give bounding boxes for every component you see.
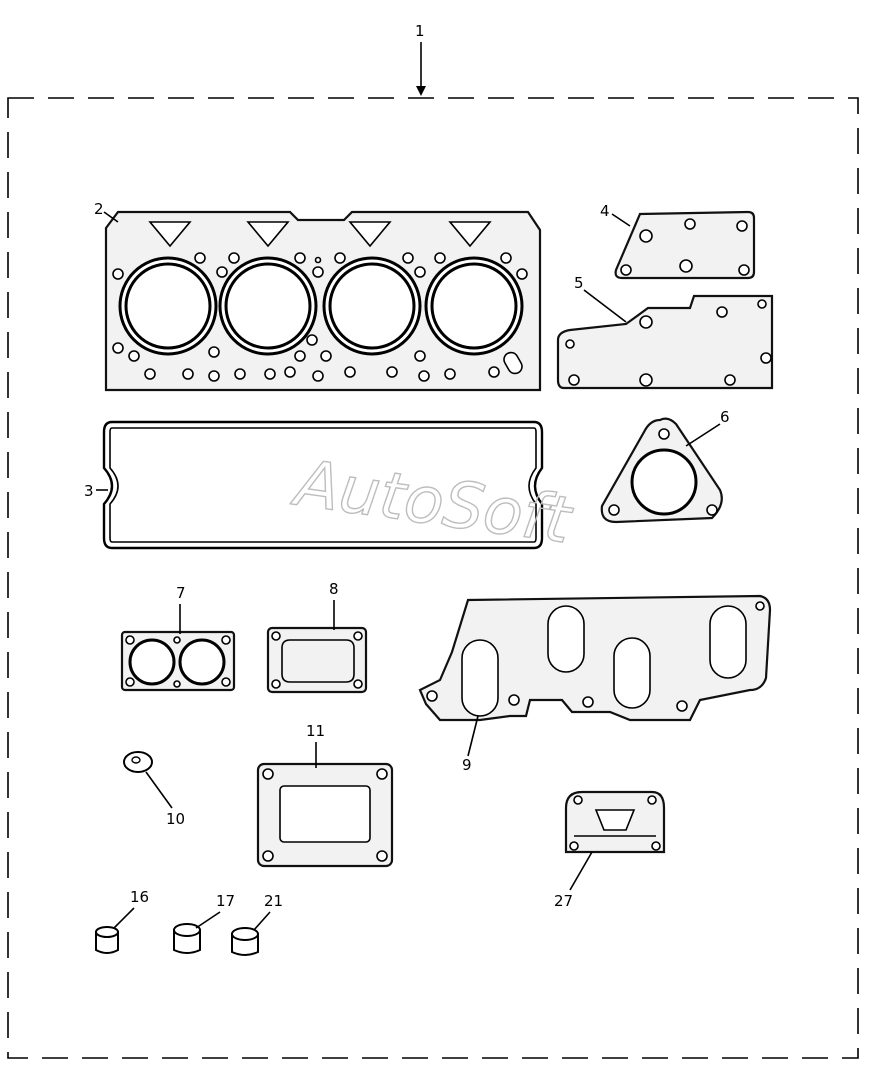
callout-label-2: 2	[94, 200, 104, 218]
part-7-double-port-gasket: 7	[120, 584, 236, 692]
callout-label-6: 6	[720, 408, 730, 426]
part-11-flange-gasket: 11	[256, 722, 394, 868]
part-3-rocker-cover-gasket: 3	[84, 420, 544, 550]
callout-label-9: 9	[462, 756, 472, 774]
callout-label-16: 16	[130, 888, 149, 906]
callout-label-10: 10	[166, 810, 185, 828]
part-5-plate-gasket: 5	[556, 274, 774, 390]
callout-label-1: 1	[415, 22, 425, 40]
callout-label-4: 4	[600, 202, 610, 220]
part-27-pump-gasket: 27	[554, 790, 666, 910]
part-16-seal: 16	[95, 888, 149, 954]
part-21-seal: 21	[231, 892, 283, 956]
callout-label-3: 3	[84, 482, 94, 500]
callout-1: 1	[415, 22, 426, 96]
callout-label-27: 27	[554, 892, 573, 910]
part-9-manifold-gasket: 9	[418, 594, 772, 774]
callout-label-7: 7	[176, 584, 186, 602]
callout-label-8: 8	[329, 580, 339, 598]
part-4-small-gasket: 4	[600, 202, 756, 280]
callout-label-5: 5	[574, 274, 584, 292]
kit-boundary	[7, 97, 859, 1059]
part-2-cylinder-head-gasket: 2	[94, 200, 542, 392]
callout-label-11: 11	[306, 722, 325, 740]
callout-label-17: 17	[216, 892, 235, 910]
part-17-seal: 17	[173, 892, 235, 954]
part-8-rect-gasket: 8	[266, 580, 368, 694]
callout-label-21: 21	[264, 892, 283, 910]
part-10-washer: 10	[123, 751, 185, 828]
part-6-flange-gasket: 6	[600, 408, 730, 524]
